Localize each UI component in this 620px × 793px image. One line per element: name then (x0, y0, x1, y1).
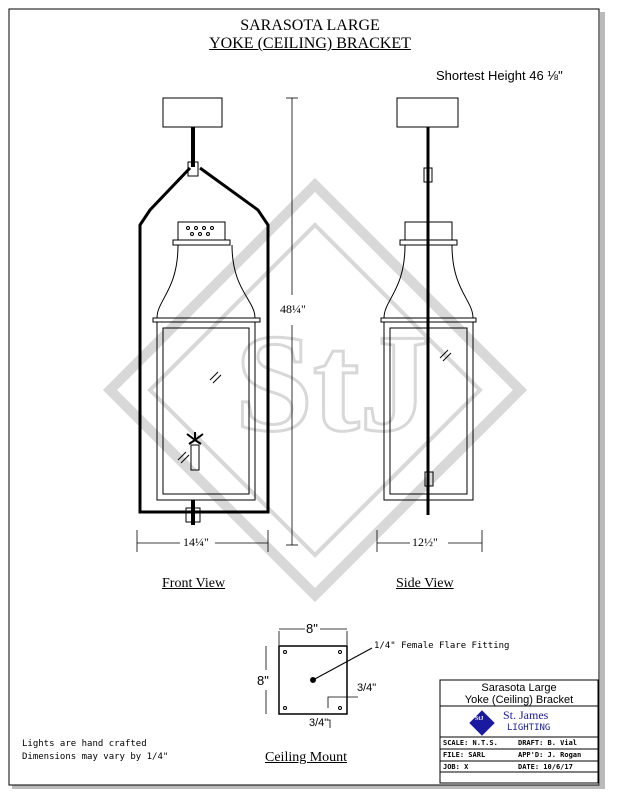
shortest-height: Shortest Height 46 ⅛" (436, 68, 563, 83)
appd-row: APP'D: J. Rogan (518, 751, 582, 759)
title-block-frame (439, 679, 599, 784)
title-block-name-1: Sarasota Large (481, 682, 557, 694)
title-block-name-2: Yoke (Ceiling) Bracket (464, 694, 574, 706)
ceiling-mount-drawing (265, 628, 373, 728)
scale-row: SCALE: N.T.S. (443, 739, 498, 747)
front-view-label: Front View (162, 576, 226, 591)
sheet-border (8, 8, 600, 786)
fitting-callout: 1/4" Female Flare Fitting (374, 641, 510, 651)
front-width-dimension: 14¼" (183, 535, 209, 549)
company-sub: LIGHTING (507, 723, 551, 733)
job-row: JOB: X (443, 763, 469, 771)
offset-a-dim: 3/4" (357, 682, 377, 694)
dimension-lines (136, 97, 483, 552)
side-width-dimension: 12½" (412, 535, 438, 549)
ceiling-mount-label: Ceiling Mount (265, 750, 348, 765)
front-view-drawing (138, 97, 270, 525)
mount-height-dim: 8" (257, 673, 269, 688)
draft-row: DRAFT: B. Vial (518, 739, 578, 747)
note-dimensions: Dimensions may vary by 1/4" (22, 752, 169, 762)
date-row: DATE: 10/6/17 (518, 763, 573, 771)
file-row: FILE: SARL (443, 751, 486, 759)
side-view-drawing (380, 97, 477, 515)
note-handcrafted: Lights are hand crafted (22, 739, 147, 749)
side-view-label: Side View (396, 576, 454, 591)
watermark: StJ (102, 177, 528, 603)
mount-width-dim: 8" (306, 621, 318, 636)
title-line-1: SARASOTA LARGE (240, 17, 380, 34)
height-dimension: 48¼" (280, 302, 306, 316)
title-line-2: YOKE (CEILING) BRACKET (209, 35, 411, 52)
svg-text:StJ: StJ (235, 306, 429, 461)
company-name: St. James (503, 708, 549, 722)
company-logo: StJ (475, 716, 484, 722)
offset-b-dim: 3/4" (309, 717, 329, 729)
